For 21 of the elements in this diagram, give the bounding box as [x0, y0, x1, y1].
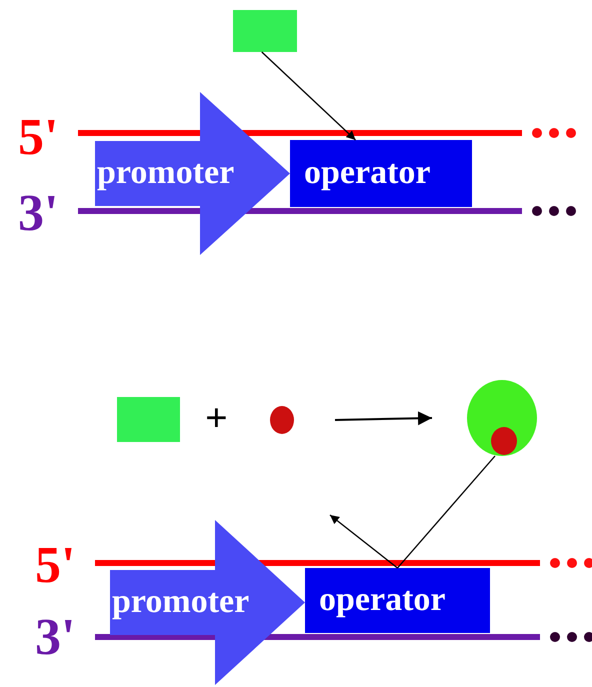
region-label: operator — [304, 156, 431, 190]
plus-sign: + — [205, 398, 228, 438]
strand-end-label: 3' — [35, 612, 76, 664]
strand-end-label: 5' — [18, 112, 58, 164]
square-shape — [233, 10, 297, 52]
promoter-arrow — [95, 92, 290, 255]
region-label: promoter — [97, 156, 234, 190]
arrow — [261, 52, 356, 140]
line — [397, 456, 496, 568]
operator-box — [305, 568, 490, 633]
strand-end-label: 3' — [18, 188, 58, 240]
arrow — [334, 411, 432, 426]
arrow — [330, 514, 398, 569]
strand-end-label: 5' — [35, 540, 76, 592]
region-label: promoter — [112, 584, 250, 618]
dot — [491, 427, 517, 455]
dot — [270, 406, 294, 434]
operator-box — [290, 140, 472, 207]
promoter-arrow — [110, 520, 305, 685]
square-shape — [117, 397, 180, 442]
region-label: operator — [319, 582, 446, 616]
